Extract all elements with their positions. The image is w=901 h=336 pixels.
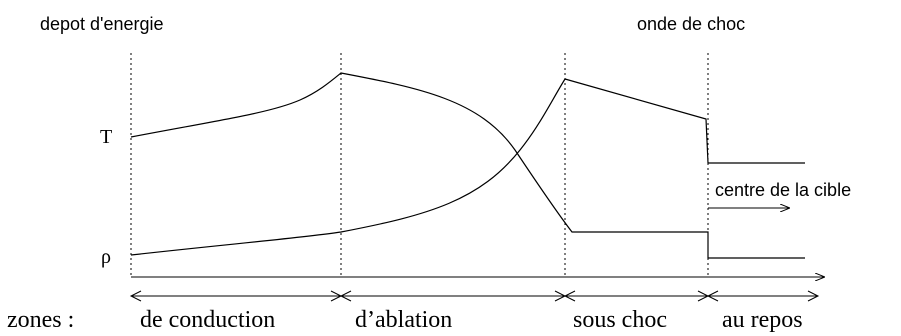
label-centre-cible: centre de la cible — [715, 180, 851, 200]
zone-label-ablation: d’ablation — [355, 307, 452, 333]
density-curve — [130, 78, 805, 256]
zone-extents — [129, 290, 820, 302]
zone-label-conduction: de conduction — [140, 307, 275, 333]
zones-prefix: zones : — [7, 307, 74, 333]
temperature-curve — [130, 72, 805, 259]
label-onde-de-choc: onde de choc — [637, 14, 745, 34]
label-density: ρ — [101, 246, 111, 268]
zone-label-sous-choc: sous choc — [573, 307, 667, 333]
label-depot-energie: depot d'energie — [40, 14, 164, 34]
zone-label-au-repos: au repos — [722, 307, 803, 333]
label-temperature: T — [100, 126, 112, 148]
